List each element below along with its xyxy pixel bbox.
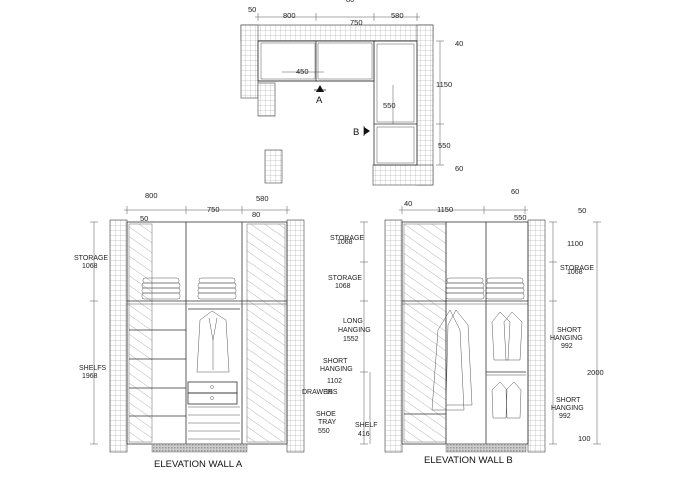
wall-b-shelf-val: 416 (358, 431, 370, 438)
plan-dim-580: 580 (391, 11, 404, 20)
wall-a-storage-r2: STORAGE (328, 275, 362, 282)
wall-a-storage-r1: STORAGE (330, 235, 364, 242)
plan-dim-750: 750 (350, 18, 363, 27)
marker-a-label: A (316, 95, 323, 106)
wall-b-short-1-val: 992 (561, 343, 573, 350)
section-marker-a: A (314, 85, 326, 106)
wall-b-storage: STORAGE (560, 265, 594, 272)
wall-b-short-2b: HANGING (551, 405, 584, 412)
dress-icon (491, 311, 511, 361)
plan-dim-top: 80 (346, 0, 354, 4)
wall-a-drawers-val: 15 (325, 389, 333, 396)
wall-b-shelf: SHELF (355, 422, 378, 429)
wall-b-short-1: SHORT (557, 327, 582, 334)
folded-clothes-a2 (197, 277, 237, 300)
wall-a-long: LONG (343, 318, 363, 325)
wall-b-dim-1150: 1150 (437, 205, 453, 214)
wall-b-short-1b: HANGING (550, 335, 583, 342)
elevation-wall-b: 60 40 1150 550 (355, 187, 604, 466)
plan-dim-550-right: 550 (438, 141, 451, 150)
folded-clothes-b2 (485, 277, 525, 300)
elevation-wall-a: 800 580 50 750 80 (74, 191, 371, 470)
section-marker-b: B (353, 126, 370, 138)
wall-a-shelves: SHELFS (79, 365, 107, 372)
plan-dim-450: 450 (296, 67, 309, 76)
wall-a-storage-left-val: 1068 (82, 263, 98, 270)
plan-dim-1150: 1150 (436, 80, 452, 89)
wall-b-dim-2000: 2000 (587, 368, 604, 377)
wall-b-storage-val: 1068 (567, 269, 583, 276)
plan-dim-550-inner: 550 (383, 101, 396, 110)
wall-a-shoe-2: TRAY (318, 419, 336, 426)
wall-b-dim-60: 60 (511, 187, 519, 196)
wall-b-dim-100: 100 (578, 434, 591, 443)
wall-a-long-2: HANGING (338, 327, 371, 334)
wall-b-short-2: SHORT (556, 397, 581, 404)
plan-dim-50: 50 (248, 5, 256, 14)
wall-a-short-2: HANGING (320, 366, 353, 373)
wall-a-storage-left: STORAGE (74, 255, 108, 262)
wall-a-short-val: 1102 (327, 378, 342, 385)
wall-a-long-val: 1552 (343, 336, 359, 343)
long-coat-icon (431, 309, 465, 411)
plan-dim-60: 60 (455, 164, 463, 173)
wall-a-storage-r1-val: 1068 (337, 239, 353, 246)
folded-clothes-b1 (445, 277, 485, 300)
wall-a-drawers: DRAWERS (302, 389, 338, 396)
plan-dim-800: 800 (283, 11, 296, 20)
wall-a-short: SHORT (323, 358, 348, 365)
wall-a-dim-580: 580 (256, 194, 269, 203)
plan-dim-40: 40 (455, 39, 463, 48)
marker-b-label: B (353, 127, 359, 138)
wall-a-dim-800: 800 (145, 191, 158, 200)
wall-b-short-2-val: 992 (559, 413, 571, 420)
wall-a-shoe: SHOE (316, 411, 336, 418)
wall-b-dim-40: 40 (404, 199, 412, 208)
floor-plan: 80 50 800 750 580 450 40 1150 550 60 550… (240, 0, 463, 186)
wall-a-dim-750: 750 (207, 205, 220, 214)
wall-b-dim-1100: 1100 (567, 239, 583, 248)
shirt-icon (491, 381, 508, 419)
folded-clothes-a1 (141, 277, 181, 300)
wall-a-shelves-val: 1968 (82, 373, 98, 380)
wall-a-shoe-val: 550 (318, 428, 330, 435)
wall-b-dim-50: 50 (578, 206, 586, 215)
jacket-icon (196, 310, 230, 373)
wall-a-storage-r2-val: 1068 (335, 283, 351, 290)
wall-a-dim-50: 50 (140, 214, 148, 223)
wall-a-title: ELEVATION WALL A (154, 459, 243, 470)
wall-b-dim-550: 550 (514, 213, 527, 222)
wall-a-dim-80: 80 (252, 210, 260, 219)
wall-b-title: ELEVATION WALL B (424, 455, 513, 466)
